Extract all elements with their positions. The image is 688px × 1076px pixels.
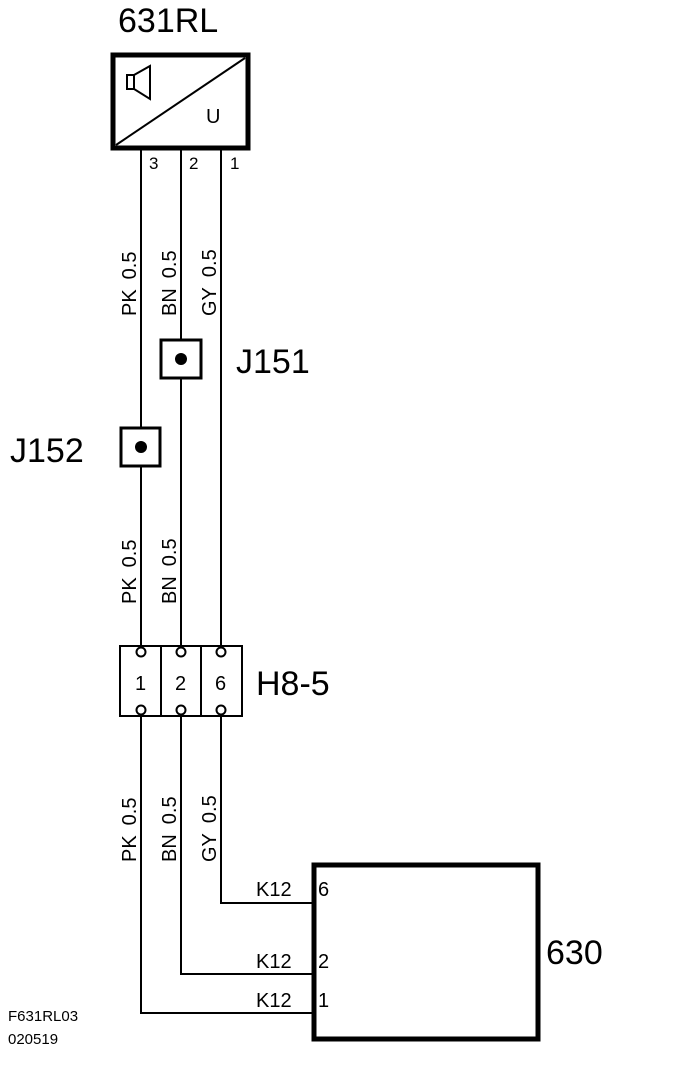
wire-gy-lower[interactable]: [220, 712, 320, 904]
k12-pin-2: 2: [318, 951, 329, 973]
wire-label-lower-pk: PK0.5: [119, 798, 141, 863]
component-631-title: 631RL: [118, 2, 218, 40]
wire-label-upper-bn: BN0.5: [159, 250, 181, 316]
component-631-pin-3: 3: [149, 154, 158, 173]
k12-label-1: K12: [256, 990, 292, 1012]
wire-label-upper-pk: PK0.5: [119, 252, 141, 317]
junction-j151-symbol[interactable]: [159, 338, 203, 380]
connector-h8-body[interactable]: [119, 645, 243, 717]
component-631-internal-label: U: [206, 106, 220, 128]
wire-label-upper-gy: GY0.5: [199, 249, 221, 316]
wire-label-middle-pk: PK0.5: [119, 540, 141, 605]
k12-pin-6: 6: [318, 879, 329, 901]
connector-h8-label: H8-5: [256, 665, 330, 703]
connector-h8-pin-1: 1: [135, 673, 146, 695]
junction-j152-label: J152: [10, 432, 84, 470]
component-631-box[interactable]: [110, 52, 251, 151]
wire-label-lower-gy: GY0.5: [199, 795, 221, 862]
speaker-icon: [126, 64, 151, 101]
wire-label-lower-bn: BN0.5: [159, 796, 181, 862]
footer-code: F631RL03: [8, 1008, 78, 1025]
junction-j151-label: J151: [236, 343, 310, 381]
component-631-pin-2: 2: [189, 154, 198, 173]
wire-label-middle-bn: BN0.5: [159, 538, 181, 604]
wire-pk-lower[interactable]: [140, 712, 320, 1014]
connector-h8-pin-2: 2: [175, 673, 186, 695]
component-630-title: 630: [546, 934, 603, 972]
k12-label-2: K12: [256, 951, 292, 973]
component-631-pin-1: 1: [230, 154, 239, 173]
k12-label-6: K12: [256, 879, 292, 901]
connector-h8-pin-6: 6: [215, 673, 226, 695]
k12-pin-1: 1: [318, 990, 329, 1012]
junction-j152-symbol[interactable]: [119, 426, 162, 468]
component-630-box[interactable]: [311, 862, 541, 1042]
footer-date: 020519: [8, 1031, 58, 1048]
wire-bn-lower[interactable]: [180, 712, 320, 975]
